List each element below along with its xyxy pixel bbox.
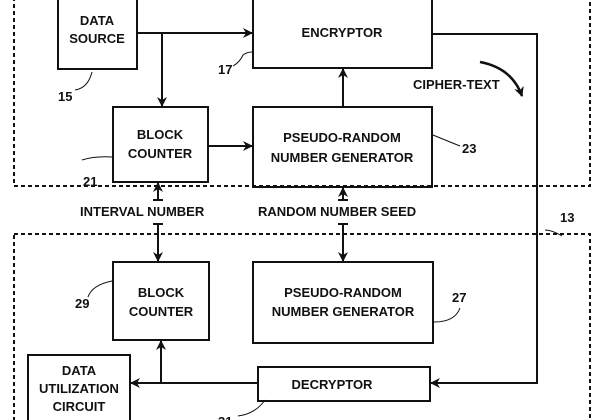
block-counter-tx-label-2: COUNTER bbox=[128, 146, 193, 161]
block-counter-tx-label-1: BLOCK bbox=[137, 127, 184, 142]
encryptor-label: ENCRYPTOR bbox=[302, 25, 384, 40]
ref-29: 29 bbox=[75, 296, 89, 311]
prng-tx-label-2: NUMBER GENERATOR bbox=[271, 150, 414, 165]
ref-13: 13 bbox=[560, 210, 574, 225]
block-counter-rx-block bbox=[113, 262, 209, 340]
ref-21: 21 bbox=[83, 174, 97, 189]
ref-23: 23 bbox=[462, 141, 476, 156]
ref-15: 15 bbox=[58, 89, 72, 104]
prng-tx-label-1: PSEUDO-RANDOM bbox=[283, 130, 401, 145]
prng-tx-block bbox=[253, 107, 432, 187]
data-source-label-1: DATA bbox=[80, 13, 115, 28]
ref-31: 31 bbox=[218, 414, 232, 420]
data-utilization-label-2: UTILIZATION bbox=[39, 381, 119, 396]
data-source-label-2: SOURCE bbox=[69, 31, 125, 46]
ref-27: 27 bbox=[452, 290, 466, 305]
block-counter-rx-label-1: BLOCK bbox=[138, 285, 185, 300]
random-number-seed-label: RANDOM NUMBER SEED bbox=[258, 204, 416, 219]
data-utilization-label-3: CIRCUIT bbox=[53, 399, 106, 414]
block-counter-rx-label-2: COUNTER bbox=[129, 304, 194, 319]
prng-rx-label-2: NUMBER GENERATOR bbox=[272, 304, 415, 319]
cipher-text-label: CIPHER-TEXT bbox=[413, 77, 500, 92]
interval-number-label: INTERVAL NUMBER bbox=[80, 204, 205, 219]
block-counter-tx-block bbox=[113, 107, 208, 182]
ref-17: 17 bbox=[218, 62, 232, 77]
data-utilization-label-1: DATA bbox=[62, 363, 97, 378]
decryptor-label: DECRYPTOR bbox=[292, 377, 374, 392]
prng-rx-block bbox=[253, 262, 433, 343]
prng-rx-label-1: PSEUDO-RANDOM bbox=[284, 285, 402, 300]
